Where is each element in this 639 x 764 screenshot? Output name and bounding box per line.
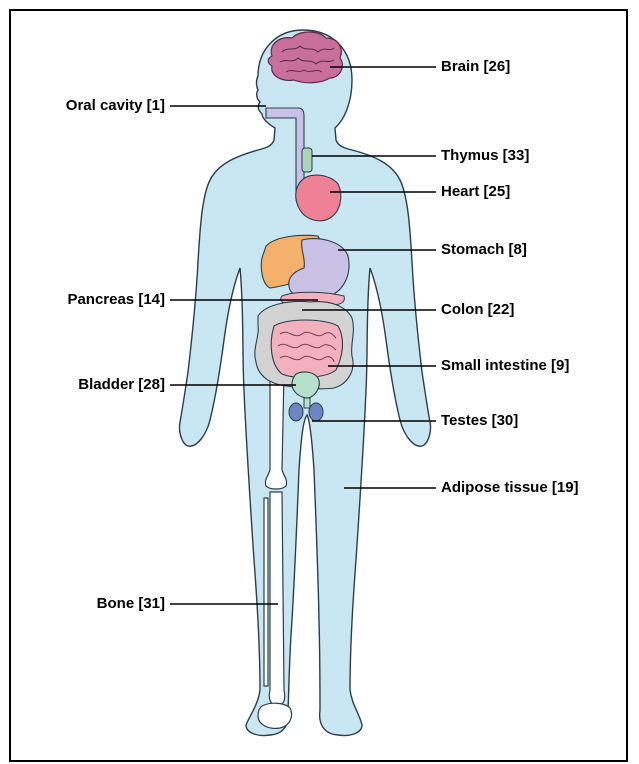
label-brain: Brain [26] (441, 58, 510, 76)
label-colon: Colon [22] (441, 301, 514, 319)
heart (296, 175, 341, 221)
label-testes: Testes [30] (441, 412, 518, 430)
label-stomach: Stomach [8] (441, 241, 527, 259)
label-bone: Bone [31] (97, 595, 165, 613)
fibula (264, 498, 268, 686)
foot-bones (258, 703, 292, 728)
label-adipose-tissue: Adipose tissue [19] (441, 479, 579, 497)
label-thymus: Thymus [33] (441, 147, 529, 165)
label-small-intestine: Small intestine [9] (441, 357, 569, 375)
small-intestine (271, 320, 342, 377)
label-heart: Heart [25] (441, 183, 510, 201)
testis-right (309, 403, 323, 421)
brain (268, 32, 342, 83)
thymus (302, 148, 312, 172)
tibia (269, 492, 284, 706)
label-oral-cavity: Oral cavity [1] (66, 97, 165, 115)
label-pancreas: Pancreas [14] (67, 291, 165, 309)
testis-left (289, 403, 303, 421)
urethra (304, 398, 310, 408)
label-bladder: Bladder [28] (78, 376, 165, 394)
